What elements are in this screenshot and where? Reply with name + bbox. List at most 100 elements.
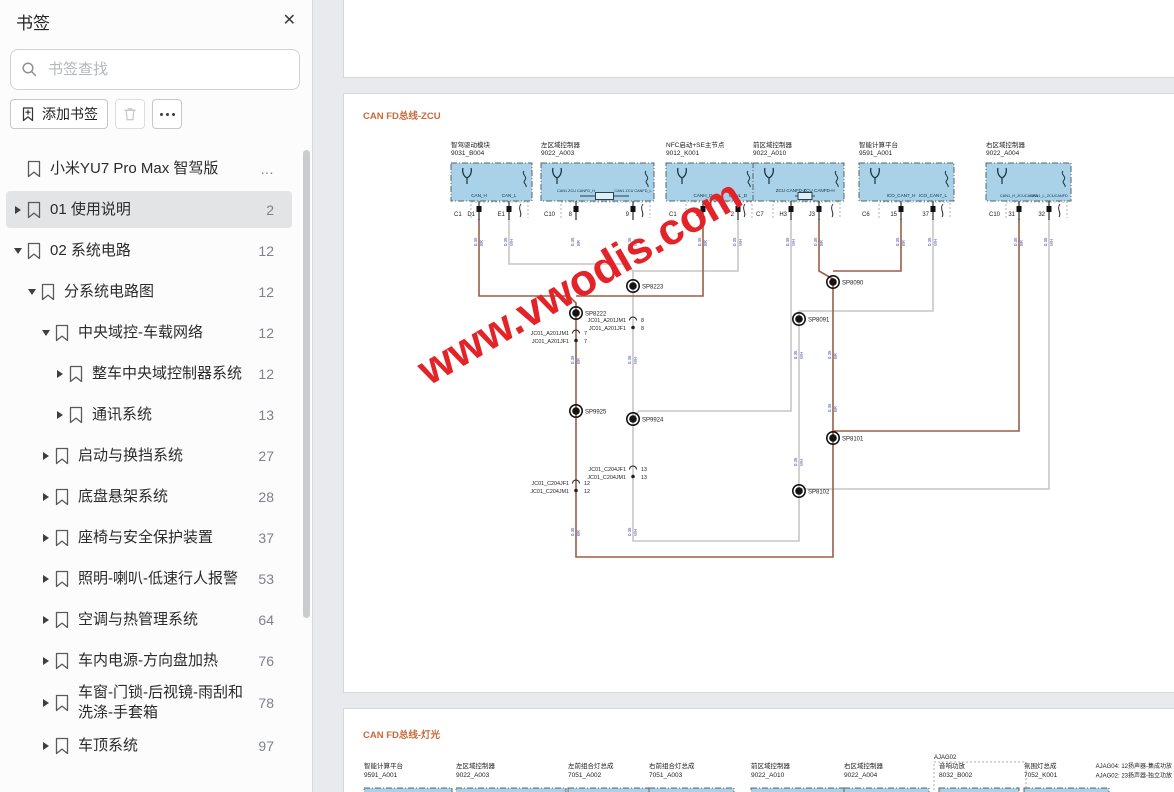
bookmark-icon	[69, 365, 83, 382]
delete-bookmark-button[interactable]	[115, 99, 145, 129]
expand-arrow-icon[interactable]	[10, 205, 25, 214]
inline-pin-number: 12	[584, 481, 590, 487]
ecu-body	[665, 162, 757, 202]
inline-connector-label: JC01_A201JF1	[532, 339, 569, 345]
wire-gauge-label: 0.35	[927, 237, 932, 246]
wire-continues-icon	[519, 203, 522, 218]
ecu-box: 右区域控制器9022_A004CAN1_H_ZCUCANFDCAN1_L_ZCU…	[985, 140, 1072, 220]
bookmark-page-number: 12	[258, 242, 274, 259]
splice-label: SP8091	[808, 318, 830, 324]
twisted-pair-icon	[746, 170, 751, 188]
expand-arrow-icon[interactable]	[52, 410, 67, 419]
termination-resistor	[797, 192, 813, 200]
expand-arrow-icon[interactable]	[38, 699, 53, 707]
transceiver-icon	[997, 167, 1007, 184]
ecu-name: 右区域控制器	[844, 761, 884, 770]
wire-continues-icon	[641, 203, 644, 218]
pin-terminal	[630, 206, 636, 212]
bookmark-label: 整车中央域控制器系统	[92, 364, 243, 382]
ellipsis-icon	[159, 112, 175, 116]
ecu-code: 9591_A001	[364, 772, 398, 779]
expand-arrow-icon[interactable]	[38, 656, 53, 665]
expand-arrow-icon[interactable]	[38, 492, 53, 501]
wire-color-label: BR	[576, 358, 581, 364]
wire-gauge-label: 0.35	[570, 527, 575, 536]
splice: SP9924	[625, 411, 664, 426]
inline-connector-label: JC01_C204JF1	[589, 467, 626, 473]
collapse-arrow-icon[interactable]	[24, 288, 39, 295]
bookmark-label: 小米YU7 Pro Max 智驾版	[50, 159, 219, 177]
wire-color-label: WH	[509, 239, 514, 246]
transceiver-icon	[870, 167, 880, 184]
sidebar-scrollbar[interactable]	[303, 150, 310, 618]
connector-row	[772, 201, 841, 218]
ecu-name: 智能计算平台	[859, 140, 898, 149]
bookmark-label: 启动与换挡系统	[78, 446, 184, 464]
more-options-button[interactable]	[152, 99, 182, 129]
pin-number: 8	[569, 212, 573, 218]
close-icon[interactable]: ✕	[282, 12, 296, 29]
ecu-code: 9022_A003	[541, 150, 575, 157]
collapse-arrow-icon[interactable]	[38, 329, 53, 336]
inline-connector-label: JC01_A201JM1	[531, 331, 569, 337]
wire-color-label: WH	[799, 352, 804, 359]
pin-signal-label: ZCU CANFD-L	[776, 188, 807, 193]
inline-connector-label: JC01_C204JM1	[587, 475, 626, 481]
pin-number: H3	[779, 212, 787, 218]
pin-terminal	[1016, 206, 1022, 212]
expand-arrow-icon[interactable]	[38, 533, 53, 542]
expand-arrow-icon[interactable]	[38, 451, 53, 460]
collapse-arrow-icon[interactable]	[10, 247, 25, 254]
splice-label: SP8090	[842, 281, 864, 287]
expand-arrow-icon[interactable]	[38, 574, 53, 583]
ecu-code: 9022_A003	[456, 772, 490, 779]
inline-connector-label: JC01_A201JF1	[589, 326, 626, 332]
wire-continues-icon	[831, 203, 834, 218]
bookmark-icon	[27, 201, 41, 218]
transceiver-icon	[552, 167, 562, 184]
pin-number: 2	[731, 212, 735, 218]
twisted-pair-icon	[644, 170, 649, 188]
wire-color-label: BR	[703, 240, 708, 246]
expand-arrow-icon[interactable]	[38, 615, 53, 624]
ecu-code: 7052_K001	[1024, 772, 1058, 779]
pin-number: 37	[922, 212, 929, 218]
wire-color-label: WH	[791, 239, 796, 246]
wire-color-label: WH	[633, 239, 638, 246]
expand-arrow-icon[interactable]	[52, 369, 67, 378]
add-bookmark-button[interactable]: 添加书签	[10, 99, 108, 129]
bookmark-item[interactable]: 小米YU7 Pro Max 智驾版…	[0, 148, 300, 189]
pin-number: 1	[696, 212, 700, 218]
splice-label: SP9924	[642, 418, 664, 424]
expand-arrow-icon[interactable]	[38, 741, 53, 750]
wire-gauge-label: 0.35	[785, 237, 790, 246]
search-input[interactable]	[46, 60, 289, 79]
connector-symbol	[629, 316, 637, 321]
ecu-name: 前区域控制器	[751, 761, 791, 770]
bookmark-search[interactable]	[10, 49, 300, 90]
inline-pin-number: 13	[641, 475, 647, 481]
